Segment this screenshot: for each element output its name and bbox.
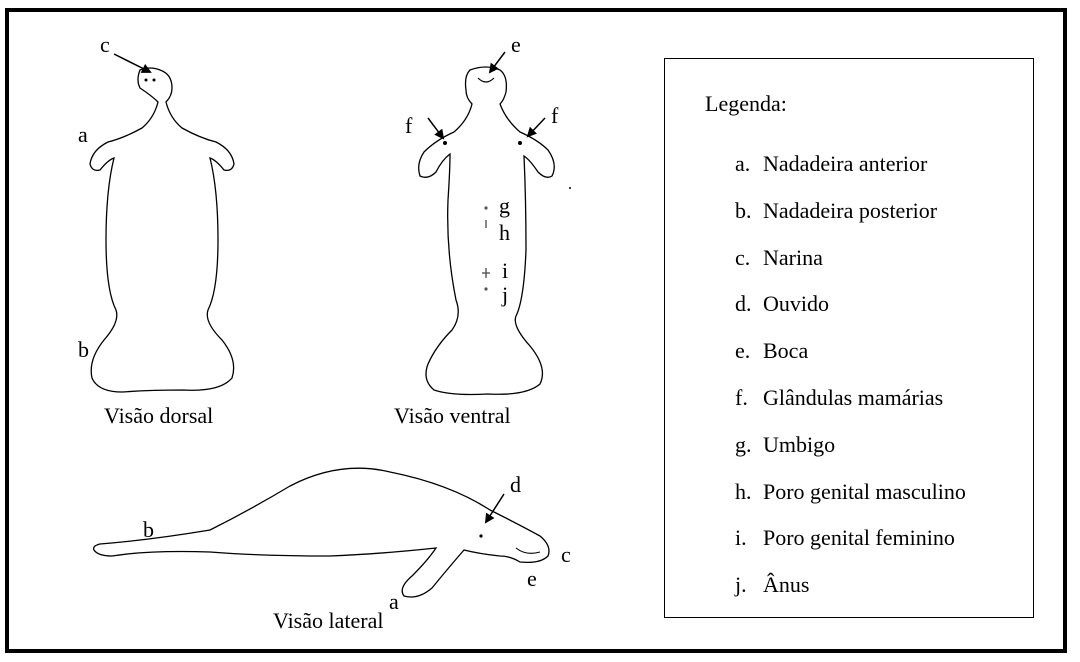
legend-item-text: Umbigo — [763, 432, 835, 457]
legend-item: e.Boca — [735, 338, 966, 385]
callout-j: j — [501, 282, 508, 307]
lateral-ear-mark — [479, 534, 482, 537]
legend-item-text: Nadadeira posterior — [763, 198, 937, 223]
ventral-view: e f f g h i j Visão ventral — [394, 32, 571, 428]
dorsal-view-caption: Visão dorsal — [104, 403, 213, 428]
legend-item: a.Nadadeira anterior — [735, 151, 966, 198]
legend-item-letter: b. — [735, 198, 763, 224]
arrow-f-right — [528, 118, 545, 136]
legend-list: a.Nadadeira anterior b.Nadadeira posteri… — [735, 151, 966, 619]
callout-h: h — [499, 220, 510, 245]
ventral-mammary-mark-right — [518, 141, 522, 145]
legend-item-letter: j. — [735, 572, 763, 598]
legend-item-letter: h. — [735, 479, 763, 505]
legend-item-text: Ouvido — [763, 291, 829, 316]
ventral-umbilicus-mark — [484, 206, 487, 209]
lateral-view: d b c e a Visão lateral — [94, 468, 571, 633]
legend-item: c.Narina — [735, 245, 966, 292]
legend-item-letter: c. — [735, 245, 763, 271]
legend-item: g.Umbigo — [735, 432, 966, 479]
ventral-view-caption: Visão ventral — [394, 403, 511, 428]
dorsal-nostril-mark — [153, 79, 156, 82]
legend-item: h.Poro genital masculino — [735, 479, 966, 526]
legend-item-letter: i. — [735, 525, 763, 551]
callout-c-lateral: c — [561, 542, 571, 567]
legend-item-text: Poro genital feminino — [763, 525, 955, 550]
legend-box: Legenda: a.Nadadeira anterior b.Nadadeir… — [664, 58, 1034, 618]
arrow-c-dorsal — [114, 54, 150, 72]
legend-item-text: Narina — [763, 245, 823, 270]
legend-item: b.Nadadeira posterior — [735, 198, 966, 245]
legend-item-text: Boca — [763, 338, 808, 363]
legend-item-text: Nadadeira anterior — [763, 151, 927, 176]
legend-item: i.Poro genital feminino — [735, 525, 966, 572]
legend-title: Legenda: — [705, 91, 787, 117]
callout-g: g — [499, 193, 510, 218]
dorsal-nostril-mark — [145, 79, 148, 82]
callout-e-ventral: e — [511, 32, 521, 57]
callout-b-dorsal: b — [78, 337, 89, 362]
arrow-f-left — [428, 118, 443, 138]
legend-item-letter: f. — [735, 385, 763, 411]
callout-f-right: f — [551, 103, 559, 128]
legend-item-letter: a. — [735, 151, 763, 177]
lateral-body-outline — [94, 468, 549, 597]
ventral-anus-mark — [484, 287, 487, 290]
arrow-d-lateral — [486, 494, 504, 522]
callout-e-lateral: e — [527, 566, 537, 591]
legend-item: f.Glândulas mamárias — [735, 385, 966, 432]
legend-item-letter: g. — [735, 432, 763, 458]
legend-item-text: Ânus — [763, 572, 809, 597]
lateral-mouth-mark — [516, 548, 540, 553]
stray-dot — [569, 187, 571, 189]
ventral-mammary-mark-left — [443, 141, 447, 145]
legend-item-letter: d. — [735, 291, 763, 317]
lateral-view-caption: Visão lateral — [273, 608, 383, 633]
callout-f-left: f — [405, 113, 413, 138]
ventral-body-outline — [419, 67, 555, 395]
callout-b-lateral: b — [143, 517, 154, 542]
legend-item: d.Ouvido — [735, 291, 966, 338]
ventral-mouth-mark — [478, 78, 494, 82]
legend-item-text: Glândulas mamárias — [763, 385, 943, 410]
callout-d-lateral: d — [510, 472, 521, 497]
callout-a-dorsal: a — [78, 122, 88, 147]
dorsal-body-outline — [90, 68, 234, 392]
callout-c-dorsal: c — [100, 32, 110, 57]
callout-a-lateral: a — [389, 589, 399, 614]
dorsal-view: c a b Visão dorsal — [78, 32, 234, 428]
callout-i: i — [502, 258, 508, 283]
legend-item: j.Ânus — [735, 572, 966, 619]
legend-item-text: Poro genital masculino — [763, 479, 966, 504]
legend-item-letter: e. — [735, 338, 763, 364]
